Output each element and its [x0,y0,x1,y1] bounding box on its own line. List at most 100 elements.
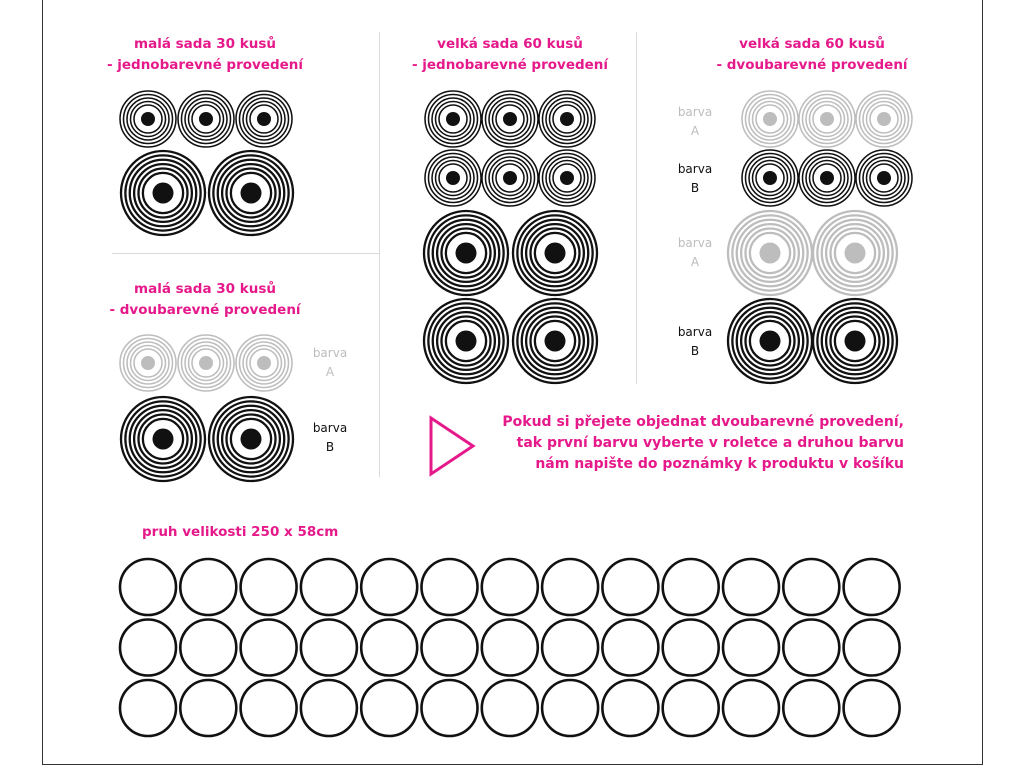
concentric-circle-sticker [511,209,599,297]
strip-circle [661,557,721,617]
sticker-center-dot [763,112,777,126]
sticker-center-dot [455,330,477,352]
label-letter: B [325,440,335,454]
strip-circle [239,618,298,677]
concentric-circle-sticker [726,209,814,297]
label-text: barva [677,325,713,339]
strip-circle [420,618,479,677]
label-letter: A [690,255,700,269]
strip-circle [480,557,540,617]
strip-circle [721,618,781,677]
two-color-note: Pokud si přejete objednat dvoubarevné pr… [502,412,904,475]
strip-circle [480,678,540,738]
concentric-circle-sticker [538,149,596,207]
sticker-center-dot [544,242,566,264]
circle-strip [118,557,901,738]
concentric-circle-sticker [119,334,177,392]
label-text: barva [677,236,713,250]
strip-circle [661,618,721,677]
sticker-center-dot [560,112,574,126]
strip-circle [239,557,298,617]
concentric-circle-sticker [424,90,482,148]
strip-circle [299,618,359,677]
concentric-circle-sticker [235,334,293,392]
strip-circle [359,678,419,738]
concentric-circle-sticker [207,395,295,483]
vertical-divider-right [636,32,637,384]
label-letter: A [690,124,700,138]
strip-circle [781,678,841,738]
strip-circle [842,557,901,617]
sticker-center-dot [141,356,155,370]
sticker-center-dot [446,112,460,126]
strip-circle [359,557,419,617]
sticker-center-dot [560,171,574,185]
concentric-circle-sticker [811,209,899,297]
concentric-circle-sticker [811,297,899,385]
strip-circle [179,618,238,677]
concentric-circle-sticker [235,90,293,148]
concentric-circle-sticker [119,90,177,148]
strip-circle [299,557,359,617]
strip-circle [540,618,600,677]
note-line3: nám napište do poznámky k produktu v koš… [535,456,904,472]
sticker-center-dot [877,171,891,185]
strip-circle [118,618,178,677]
concentric-circle-sticker [798,90,856,148]
concentric-circle-sticker [511,297,599,385]
strip-circle [601,618,660,677]
label-small-color-a: barva A [305,344,355,382]
label-text: barva [312,421,348,435]
sticker-center-dot [820,112,834,126]
sticker-center-dot [877,112,891,126]
note-line2: tak první barvu vyberte v roletce a druh… [516,435,904,451]
strip-circle [842,678,901,738]
sticker-center-dot [844,330,866,352]
strip-circle [359,618,419,677]
small-single-title-line2: - jednobarevné provedení [106,57,304,73]
sticker-center-dot [544,330,566,352]
sticker-center-dot [199,356,213,370]
sticker-center-dot [820,171,834,185]
large-two-title: velká sada 60 kusů - dvoubarevné provede… [707,34,917,76]
concentric-circle-sticker [481,90,539,148]
label-large-color-a2: barva A [670,234,720,272]
label-letter: B [690,181,700,195]
label-small-color-b: barva B [305,419,355,457]
sticker-center-dot [240,182,262,204]
strip-circle [601,678,660,738]
strip-circle [179,678,238,738]
concentric-circle-sticker [798,149,856,207]
sticker-center-dot [152,428,174,450]
concentric-circle-sticker [741,149,799,207]
product-frame [42,0,983,765]
concentric-circle-sticker [855,90,913,148]
concentric-circle-sticker [207,149,295,237]
strip-circle [781,618,841,677]
play-triangle-outline-icon [429,415,476,477]
strip-circle [540,557,600,617]
label-letter: A [325,365,335,379]
sticker-center-dot [763,171,777,185]
sticker-center-dot [503,171,517,185]
sticker-center-dot [199,112,213,126]
sticker-center-dot [141,112,155,126]
concentric-circle-sticker [538,90,596,148]
strip-circle [721,557,781,617]
note-line1: Pokud si přejete objednat dvoubarevné pr… [502,414,904,430]
large-single-title-line2: - jednobarevné provedení [411,57,609,73]
strip-circle [721,678,781,738]
strip-circle [118,557,178,617]
strip-circle [179,557,238,617]
concentric-circle-sticker [119,395,207,483]
concentric-circle-sticker [424,149,482,207]
label-text: barva [677,162,713,176]
sticker-center-dot [446,171,460,185]
strip-circle [661,678,721,738]
small-single-title-line1: malá sada 30 kusů [134,36,276,52]
small-two-title-line1: malá sada 30 kusů [134,281,276,297]
concentric-circle-sticker [177,90,235,148]
strip-circle [118,678,178,738]
concentric-circle-sticker [741,90,799,148]
